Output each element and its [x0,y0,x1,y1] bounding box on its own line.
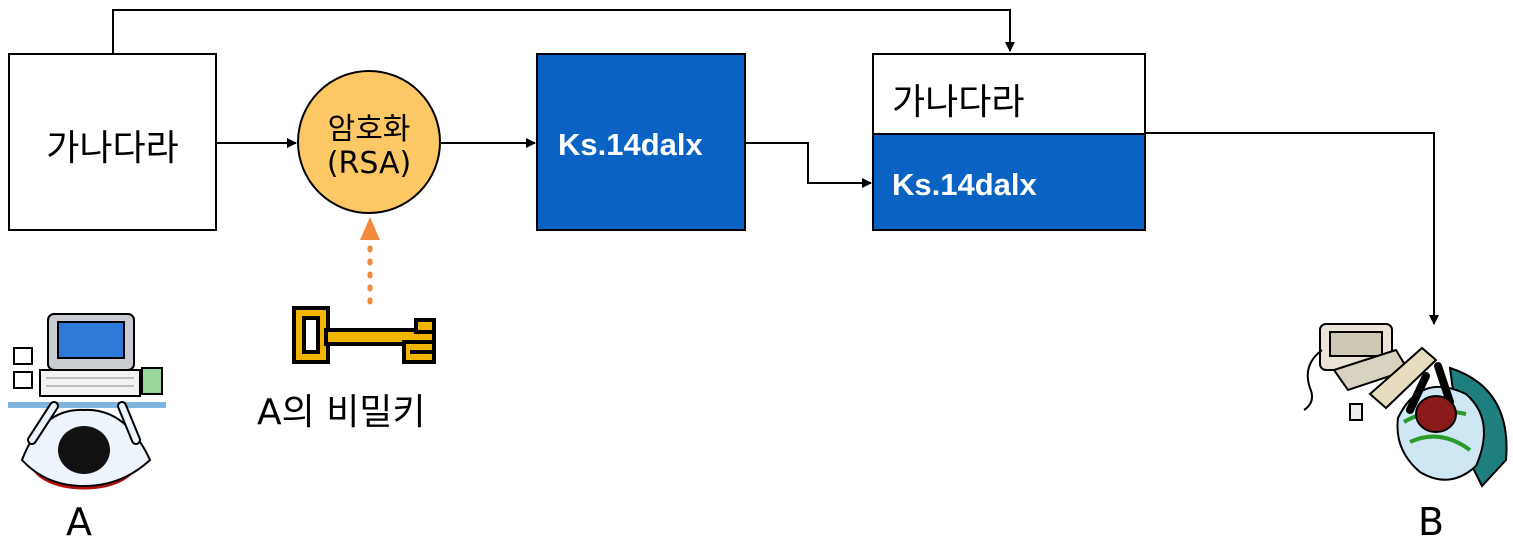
arrow-to-receiver [1145,133,1434,324]
output-ciphertext-label: Ks.14dalx [892,167,1037,203]
output-plaintext-label: 가나다라 [892,73,1024,125]
plaintext-label: 가나다라 [10,119,215,171]
ciphertext-box: Ks.14dalx [536,53,746,231]
key-label: A의 비밀키 [257,383,426,435]
ciphertext-label: Ks.14dalx [558,127,703,163]
output-box-bottom: Ks.14dalx [872,133,1146,231]
bypass-arrow [113,10,1010,53]
encrypt-node: 암호화 (RSA) [297,70,441,214]
person-at-computer-icon [1300,310,1513,500]
encrypt-label: 암호화 [299,104,439,148]
receiver-label: B [1418,500,1444,544]
key-arrow-head [360,217,380,240]
output-box-top: 가나다라 [872,53,1146,135]
person-at-computer-icon [2,310,172,500]
sender-label: A [66,500,92,544]
arrow-to-output [745,143,871,183]
encrypt-algorithm: (RSA) [299,146,439,181]
key-icon [292,306,442,366]
plaintext-box: 가나다라 [8,53,217,231]
